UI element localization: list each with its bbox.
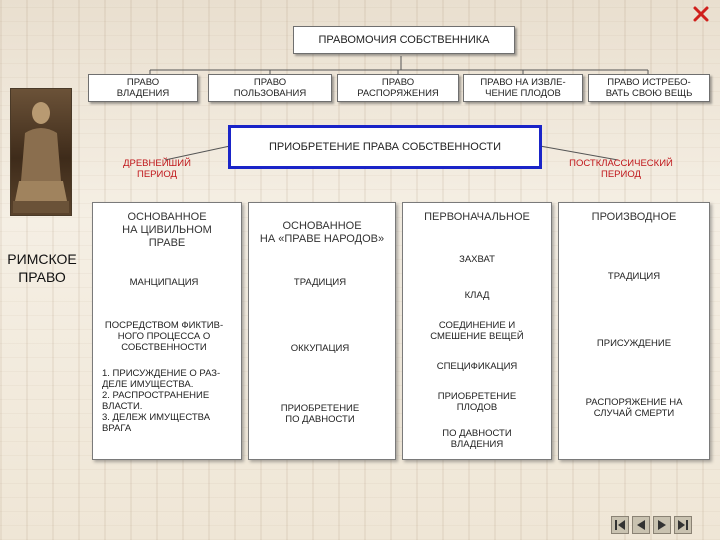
- col3-item-possession: ПО ДАВНОСТИ ВЛАДЕНИЯ: [442, 428, 512, 450]
- col3-header: ПЕРВОНАЧАЛЬНОЕ: [424, 211, 530, 223]
- col3-item-mixing: СОЕДИНЕНИЕ И СМЕШЕНИЕ ВЕЩЕЙ: [430, 320, 524, 342]
- statue-image: [10, 88, 72, 216]
- close-icon[interactable]: [692, 5, 710, 23]
- acquisition-title: ПРИОБРЕТЕНИЕ ПРАВА СОБСТВЕННОСТИ: [228, 125, 542, 169]
- arrow-right-icon: [658, 520, 666, 530]
- right-possession: ПРАВО ВЛАДЕНИЯ: [88, 74, 198, 102]
- nav-last-button[interactable]: [674, 516, 692, 534]
- right-fruits: ПРАВО НА ИЗВЛЕ- ЧЕНИЕ ПЛОДОВ: [463, 74, 583, 102]
- column-original: [402, 202, 552, 460]
- col3-item-capture: ЗАХВАТ: [459, 254, 495, 265]
- column-derivative: [558, 202, 710, 460]
- right-reclaim: ПРАВО ИСТРЕБО- ВАТЬ СВОЮ ВЕЩЬ: [588, 74, 710, 102]
- skip-forward-icon: [678, 520, 688, 530]
- col1-header: ОСНОВАННОЕ НА ЦИВИЛЬНОМ ПРАВЕ: [122, 211, 212, 249]
- arrow-left-icon: [637, 520, 645, 530]
- right-disposal: ПРАВО РАСПОРЯЖЕНИЯ: [337, 74, 459, 102]
- col3-item-fruits: ПРИОБРЕТЕНИЕ ПЛОДОВ: [437, 391, 517, 413]
- roman-law-label: РИМСКОЕ ПРАВО: [7, 251, 77, 285]
- col2-item-prescription: ПРИОБРЕТЕНИЕ ПО ДАВНОСТИ: [280, 403, 360, 425]
- col3-item-specification: СПЕЦИФИКАЦИЯ: [436, 361, 518, 372]
- col1-item-mancipation: МАНЦИПАЦИЯ: [129, 277, 199, 288]
- column-civil-law: [92, 202, 242, 460]
- nav-prev-button[interactable]: [632, 516, 650, 534]
- col2-item-tradition: ТРАДИЦИЯ: [293, 277, 347, 288]
- col1-item-list: 1. ПРИСУЖДЕНИЕ О РАЗ- ДЕЛЕ ИМУЩЕСТВА. 2.…: [102, 368, 221, 434]
- col4-item-award: ПРИСУЖДЕНИЕ: [596, 338, 672, 349]
- nav-next-button[interactable]: [653, 516, 671, 534]
- nav-first-button[interactable]: [611, 516, 629, 534]
- col2-header: ОСНОВАННОЕ НА «ПРАВЕ НАРОДОВ»: [259, 220, 385, 245]
- col4-item-tradition: ТРАДИЦИЯ: [607, 271, 661, 282]
- period-postclassical: ПОСТКЛАССИЧЕСКИЙ ПЕРИОД: [569, 158, 673, 180]
- right-use: ПРАВО ПОЛЬЗОВАНИЯ: [208, 74, 332, 102]
- skip-back-icon: [615, 520, 625, 530]
- col4-header: ПРОИЗВОДНОЕ: [591, 211, 677, 223]
- col4-item-testament: РАСПОРЯЖЕНИЕ НА СЛУЧАЙ СМЕРТИ: [585, 397, 683, 419]
- col1-item-fictitious-process: ПОСРЕДСТВОМ ФИКТИВ- НОГО ПРОЦЕССА О СОБС…: [104, 320, 224, 353]
- col2-item-occupation: ОККУПАЦИЯ: [290, 343, 350, 354]
- column-law-of-nations: [248, 202, 396, 460]
- period-ancient: ДРЕВНЕЙШИЙ ПЕРИОД: [123, 158, 191, 180]
- owner-rights-title: ПРАВОМОЧИЯ СОБСТВЕННИКА: [293, 26, 515, 54]
- col3-item-treasure: КЛАД: [464, 290, 490, 301]
